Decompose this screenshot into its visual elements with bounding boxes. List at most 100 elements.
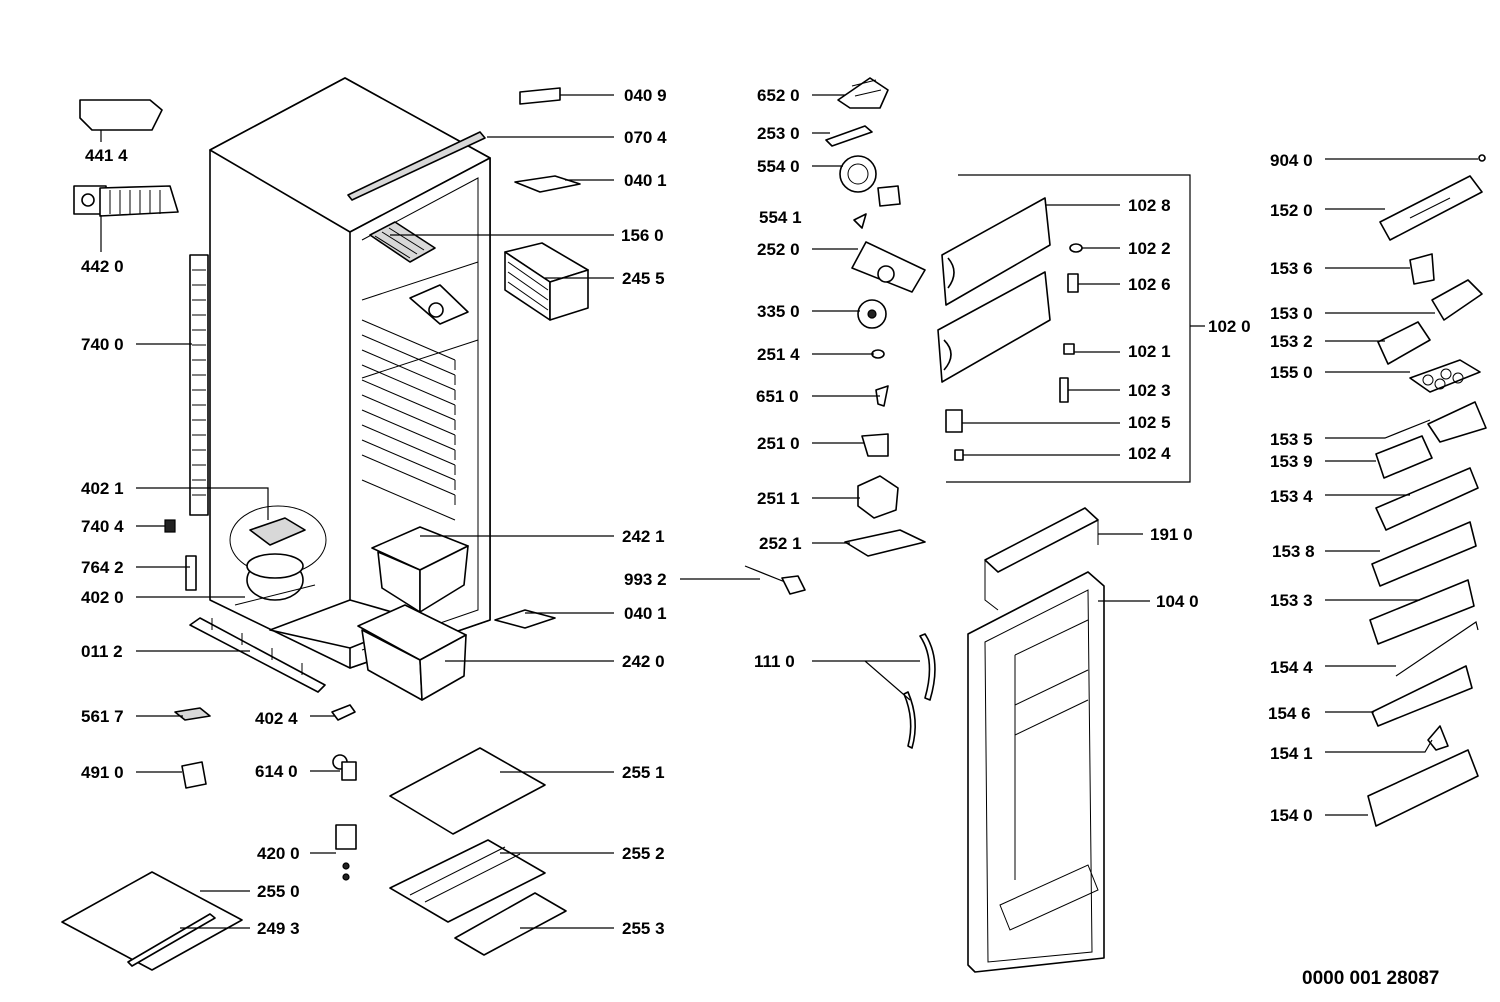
- cable-part: [744, 565, 806, 595]
- lamp-holder-part: [839, 155, 901, 207]
- callout-1534: 153 4: [1270, 487, 1313, 506]
- callout-7400: 740 0: [81, 335, 124, 354]
- hinge-bracket-lower: [494, 609, 556, 629]
- callout-4910: 491 0: [81, 763, 124, 782]
- callout-1560: 156 0: [621, 226, 664, 245]
- air-duct-part: [79, 99, 163, 131]
- electronic-module-part: [857, 475, 899, 519]
- callout-2493: 249 3: [257, 919, 300, 938]
- filter-drier-part: [185, 555, 197, 591]
- compartment-lid-part: [1431, 279, 1483, 321]
- callout-1028: 102 8: [1128, 196, 1171, 215]
- leader-lines: [100, 94, 1478, 929]
- connector-part: [174, 707, 211, 721]
- callout-2510: 251 0: [757, 434, 800, 453]
- callout-1533: 153 3: [1270, 591, 1313, 610]
- callout-2511: 251 1: [757, 489, 800, 508]
- callout-1026: 102 6: [1128, 275, 1171, 294]
- document-number: 0000 001 28087: [1302, 968, 1439, 989]
- flap-bearing-part: [1069, 243, 1083, 253]
- callout-6510: 651 0: [756, 387, 799, 406]
- callout-2550: 255 0: [257, 882, 300, 901]
- flap-latch-part: [1063, 343, 1075, 355]
- fan-motor-part: [73, 185, 179, 217]
- bottle-shelf-part: [1371, 665, 1473, 727]
- callout-0704: 070 4: [624, 128, 667, 147]
- freezer-door-part: [984, 507, 1099, 611]
- compartment-flap-part: [1377, 321, 1431, 365]
- hinge-bracket-part: [514, 175, 581, 193]
- callout-7404: 740 4: [81, 517, 124, 536]
- callout-0401-upper: 040 1: [624, 171, 667, 190]
- glass-shelf-middle: [389, 839, 546, 923]
- callout-1910: 191 0: [1150, 525, 1193, 544]
- part-drawings: [61, 77, 1487, 973]
- callout-1539: 153 9: [1270, 452, 1313, 471]
- callout-2521: 252 1: [759, 534, 802, 553]
- plug-part: [1478, 154, 1486, 162]
- door-shelf-a: [1375, 467, 1479, 531]
- callout-1546: 154 6: [1268, 704, 1311, 723]
- clamp-part: [331, 704, 356, 721]
- callout-labels: 040 9 070 4 040 1 156 0 245 5 441 4 442 …: [81, 86, 1439, 989]
- crisper-drawer-lower: [357, 604, 467, 701]
- callout-2514: 251 4: [757, 345, 800, 364]
- callout-1544: 154 4: [1270, 658, 1313, 677]
- callout-3350: 335 0: [757, 302, 800, 321]
- drawer-cover-part: [454, 892, 567, 956]
- callout-4420: 442 0: [81, 257, 124, 276]
- callout-1540: 154 0: [1270, 806, 1313, 825]
- glass-shelf-upper: [389, 747, 546, 835]
- callout-6520: 652 0: [757, 86, 800, 105]
- callout-1530: 153 0: [1270, 304, 1313, 323]
- callout-4021: 402 1: [81, 479, 124, 498]
- callout-2520: 252 0: [757, 240, 800, 259]
- trim-strip-part: [127, 913, 216, 967]
- callout-2455: 245 5: [622, 269, 665, 288]
- flap-pin-part: [954, 449, 964, 461]
- callout-2421: 242 1: [622, 527, 665, 546]
- wire-rack-part: [504, 242, 589, 321]
- callout-6140: 614 0: [255, 762, 298, 781]
- egg-tray-part: [1409, 359, 1481, 393]
- callout-1550: 155 0: [1270, 363, 1313, 382]
- flap-hinge-part: [1067, 273, 1079, 293]
- callout-4414: 441 4: [85, 146, 128, 165]
- callout-5617: 561 7: [81, 707, 124, 726]
- butter-compartment-part: [1379, 175, 1483, 241]
- callout-1536: 153 6: [1270, 259, 1313, 278]
- control-knob-part: [857, 299, 887, 329]
- callout-0401-lower: 040 1: [624, 604, 667, 623]
- callout-2530: 253 0: [757, 124, 800, 143]
- spring-clip-part: [853, 213, 867, 229]
- door-handle-part: [903, 633, 936, 749]
- light-switch-part: [825, 125, 873, 147]
- defrost-heater-part: [189, 254, 209, 516]
- capacitor-part: [335, 824, 357, 881]
- callout-0409: 040 9: [624, 86, 667, 105]
- compressor-part: [229, 505, 327, 606]
- callout-1541: 154 1: [1270, 744, 1313, 763]
- door-shelf-c: [1369, 579, 1475, 645]
- screw-part: [875, 385, 889, 407]
- callout-1538: 153 8: [1272, 542, 1315, 561]
- callout-2420: 242 0: [622, 652, 665, 671]
- callout-1520: 152 0: [1270, 201, 1313, 220]
- hinge-cover-part: [1409, 253, 1435, 285]
- callout-2552: 255 2: [622, 844, 665, 863]
- thermostat-knob-housing: [851, 241, 926, 293]
- callout-1025: 102 5: [1128, 413, 1171, 432]
- base-rail-part: [189, 617, 326, 693]
- thermostat-sensor-part: [332, 754, 357, 781]
- flap-rod-part: [1059, 377, 1069, 403]
- callout-1040: 104 0: [1156, 592, 1199, 611]
- callout-0112: 011 2: [81, 642, 123, 661]
- callout-9040: 904 0: [1270, 151, 1313, 170]
- callout-1020: 102 0: [1208, 317, 1251, 336]
- callout-1021: 102 1: [1128, 342, 1171, 361]
- callout-1023: 102 3: [1128, 381, 1171, 400]
- callout-1535: 153 5: [1270, 430, 1313, 449]
- callout-5540: 554 0: [757, 157, 800, 176]
